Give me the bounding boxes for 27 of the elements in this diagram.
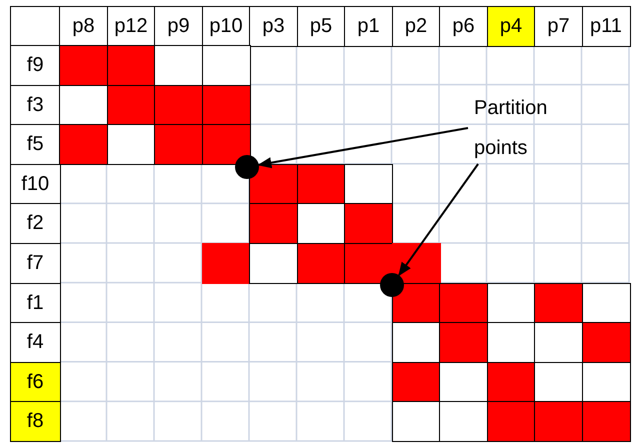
partition-point [235,155,259,179]
column-header: p11 [582,6,630,46]
column-header: p3 [249,6,298,46]
callout-text: Partition points [468,84,580,164]
column-header: p1 [344,6,393,46]
row-header: f5 [10,124,60,166]
column-header: p6 [439,6,488,46]
column-header: p12 [106,6,156,46]
row-header: f7 [10,243,60,284]
row-header: f3 [10,84,60,126]
arrow [398,163,479,276]
column-header: p9 [154,6,203,46]
column-header: p8 [59,6,108,46]
row-header: f8 [10,401,60,442]
arrow [257,127,468,168]
column-header: p4 [486,6,536,46]
column-header: p2 [392,6,440,46]
partition-point [380,273,404,297]
row-header: f9 [10,45,60,86]
row-header: f4 [10,322,60,364]
column-header: p5 [296,6,346,46]
column-header: p10 [202,6,250,46]
row-header: f10 [10,164,60,205]
row-header: f1 [10,282,60,324]
column-header: p7 [534,6,583,46]
row-header: f2 [10,203,60,244]
row-header: f6 [10,362,60,403]
